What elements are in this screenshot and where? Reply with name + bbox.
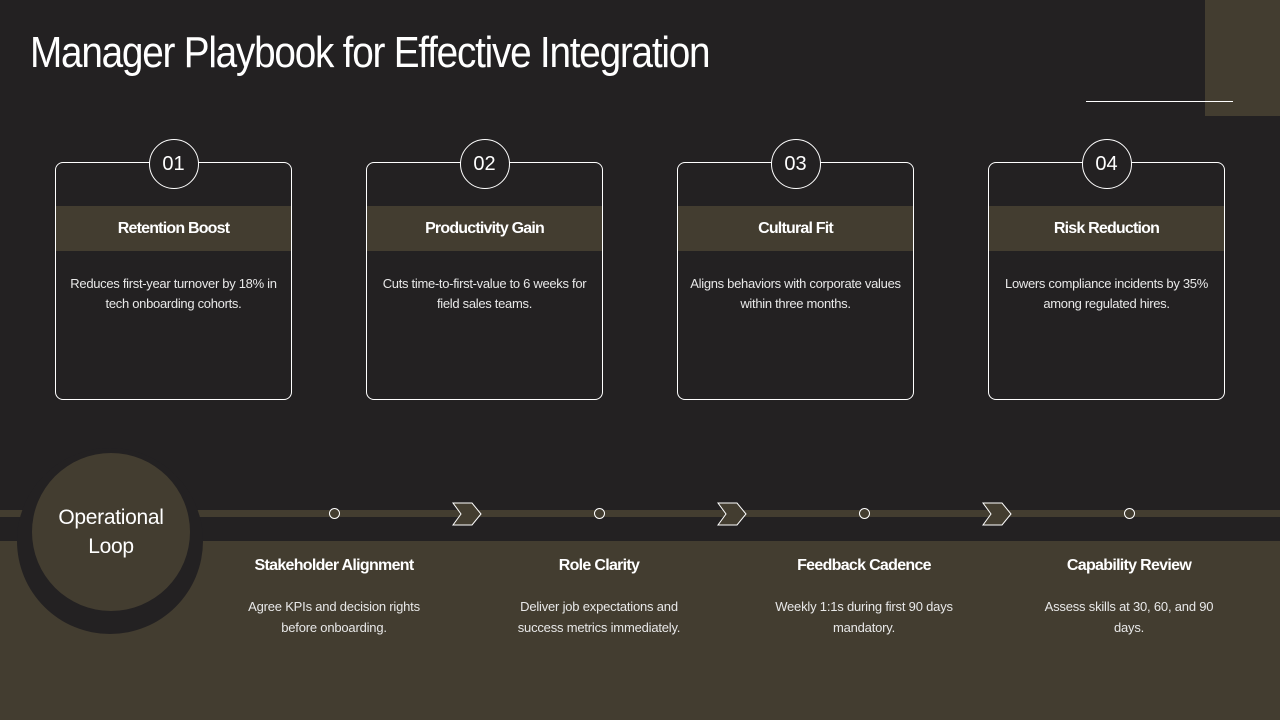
step-description: Weekly 1:1s during first 90 days mandato… (775, 599, 953, 635)
card-heading: Cultural Fit (678, 206, 913, 251)
step-title-capability-review: Capability Review (1066, 557, 1192, 574)
timeline-node (329, 508, 340, 519)
card-heading: Risk Reduction (989, 206, 1224, 251)
timeline-node (859, 508, 870, 519)
step-title-role-clarity: Role Clarity (558, 557, 640, 574)
title-underline-rule (1086, 101, 1233, 102)
timeline-track (0, 510, 1280, 517)
chevron-right-icon (717, 502, 747, 526)
chevron-right-icon (982, 502, 1012, 526)
card-number-badge: 01 (148, 139, 199, 189)
timeline-node (594, 508, 605, 519)
step-description: Deliver job expectations and success met… (517, 599, 681, 635)
card-heading: Retention Boost (56, 206, 291, 251)
card-description: Reduces first-year turnover by 18% in te… (70, 276, 277, 311)
bottom-band (0, 541, 1280, 720)
page-title: Manager Playbook for Effective Integrati… (30, 28, 711, 77)
step-title-stakeholder-alignment: Stakeholder Alignment (254, 557, 415, 574)
step-description: Agree KPIs and decision rights before on… (248, 599, 420, 635)
card-number-badge: 04 (1081, 139, 1132, 189)
operational-loop-label: Operational Loop (58, 506, 164, 558)
operational-loop-circle: Operational Loop (32, 453, 190, 611)
card-cultural-fit: 03 Cultural Fit Aligns behaviors with co… (677, 139, 914, 400)
card-description: Lowers compliance incidents by 35% among… (1005, 276, 1208, 311)
chevron-right-icon (452, 502, 482, 526)
card-number-badge: 03 (770, 139, 821, 189)
card-risk-reduction: 04 Risk Reduction Lowers compliance inci… (988, 139, 1225, 400)
card-retention-boost: 01 Retention Boost Reduces first-year tu… (55, 139, 292, 400)
card-productivity-gain: 02 Productivity Gain Cuts time-to-first-… (366, 139, 603, 400)
card-number-badge: 02 (459, 139, 510, 189)
corner-accent-block (1205, 0, 1280, 116)
step-title-feedback-cadence: Feedback Cadence (797, 557, 931, 574)
card-description: Cuts time-to-first-value to 6 weeks for … (382, 276, 587, 311)
timeline-node (1124, 508, 1135, 519)
card-description: Aligns behaviors with corporate values w… (690, 276, 901, 311)
step-description: Assess skills at 30, 60, and 90 days. (1044, 599, 1214, 635)
card-heading: Productivity Gain (367, 206, 602, 251)
